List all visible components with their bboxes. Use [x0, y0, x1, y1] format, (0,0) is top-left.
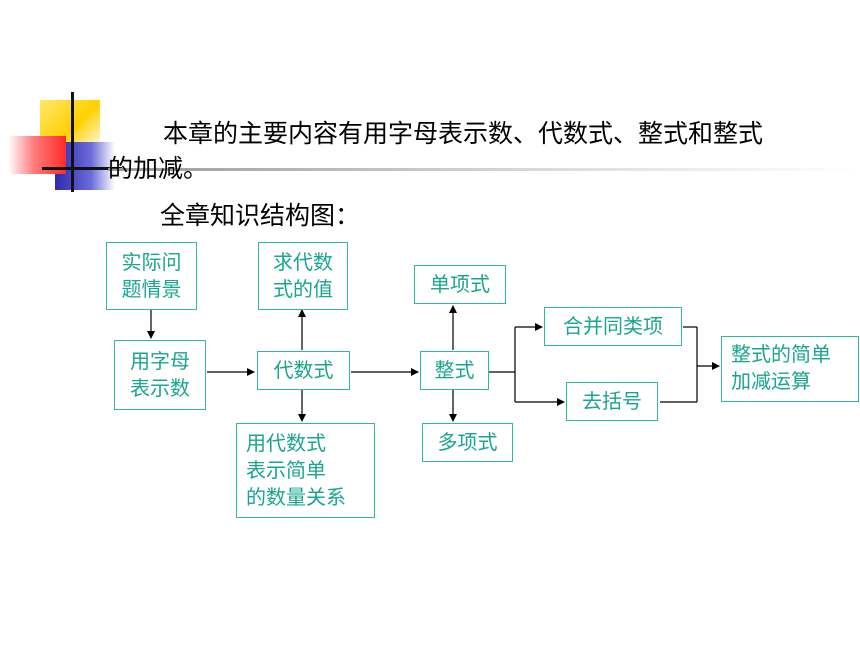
node-letters: 用字母 表示数: [114, 340, 206, 410]
node-polynomial: 多项式: [422, 423, 513, 462]
node-real-problem: 实际问 题情景: [106, 242, 197, 310]
intro-line-1: 本章的主要内容有用字母表示数、代数式、整式和整式: [163, 119, 764, 148]
node-monomial: 单项式: [414, 265, 506, 304]
corner-decoration: [0, 0, 122, 200]
intro-line-3: 全章知识结构图：: [160, 201, 361, 230]
node-combine: 合并同类项: [544, 307, 682, 346]
node-operations: 整式的简单 加减运算: [721, 336, 859, 402]
node-integral: 整式: [420, 351, 489, 390]
node-evaluate: 求代数 式的值: [258, 242, 348, 310]
deco-vertical-bar: [71, 92, 74, 192]
node-algebraic: 代数式: [257, 351, 350, 390]
node-brackets: 去括号: [566, 382, 658, 421]
intro-line-2: 的加减。: [108, 154, 209, 183]
deco-horizontal-bar: [42, 167, 122, 170]
node-express: 用代数式 表示简单 的数量关系: [236, 423, 375, 518]
header-rule: [108, 168, 860, 171]
